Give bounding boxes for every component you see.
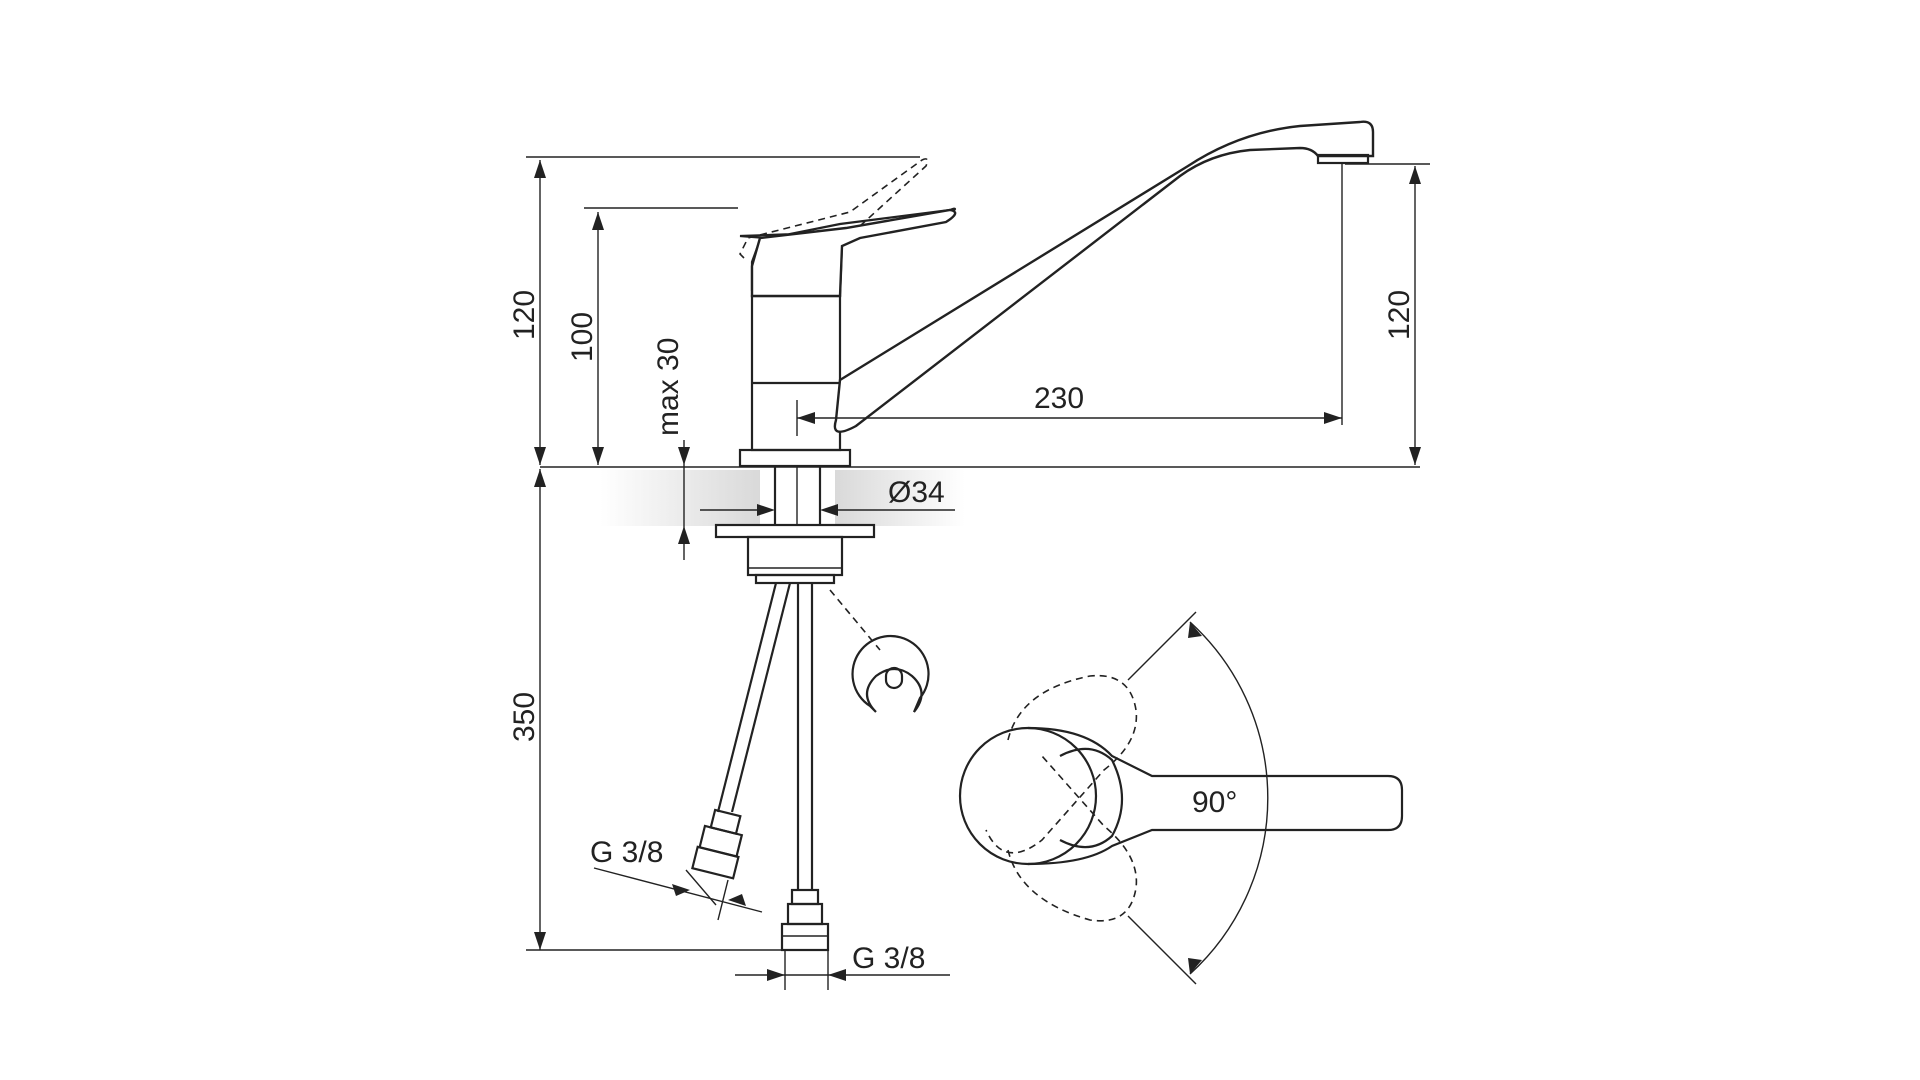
dim-thread-right: G 3/8 [852,942,925,975]
dim-thread-left: G 3/8 [590,836,663,869]
dim-hole-diameter: Ø34 [888,476,945,509]
retaining-clip-icon [829,589,930,713]
spout [833,120,1375,433]
dimension-lines [526,156,1430,990]
left-hose-fitting [691,808,744,880]
faucet-body [738,158,957,468]
dim-rotation-90: 90° [1192,786,1237,819]
deck-section [540,466,1420,526]
dim-max-30: max 30 [652,338,685,436]
dim-total-height-120: 120 [508,290,541,340]
right-hose-fitting [780,888,830,952]
dim-height-100: 100 [566,312,599,362]
shank [714,466,876,585]
dim-spout-height-120: 120 [1383,290,1416,340]
lever-top-view-icon [958,611,1404,985]
dim-hose-length-350: 350 [508,692,541,742]
hoses [691,582,830,952]
dim-spout-reach-230: 230 [1034,382,1084,415]
